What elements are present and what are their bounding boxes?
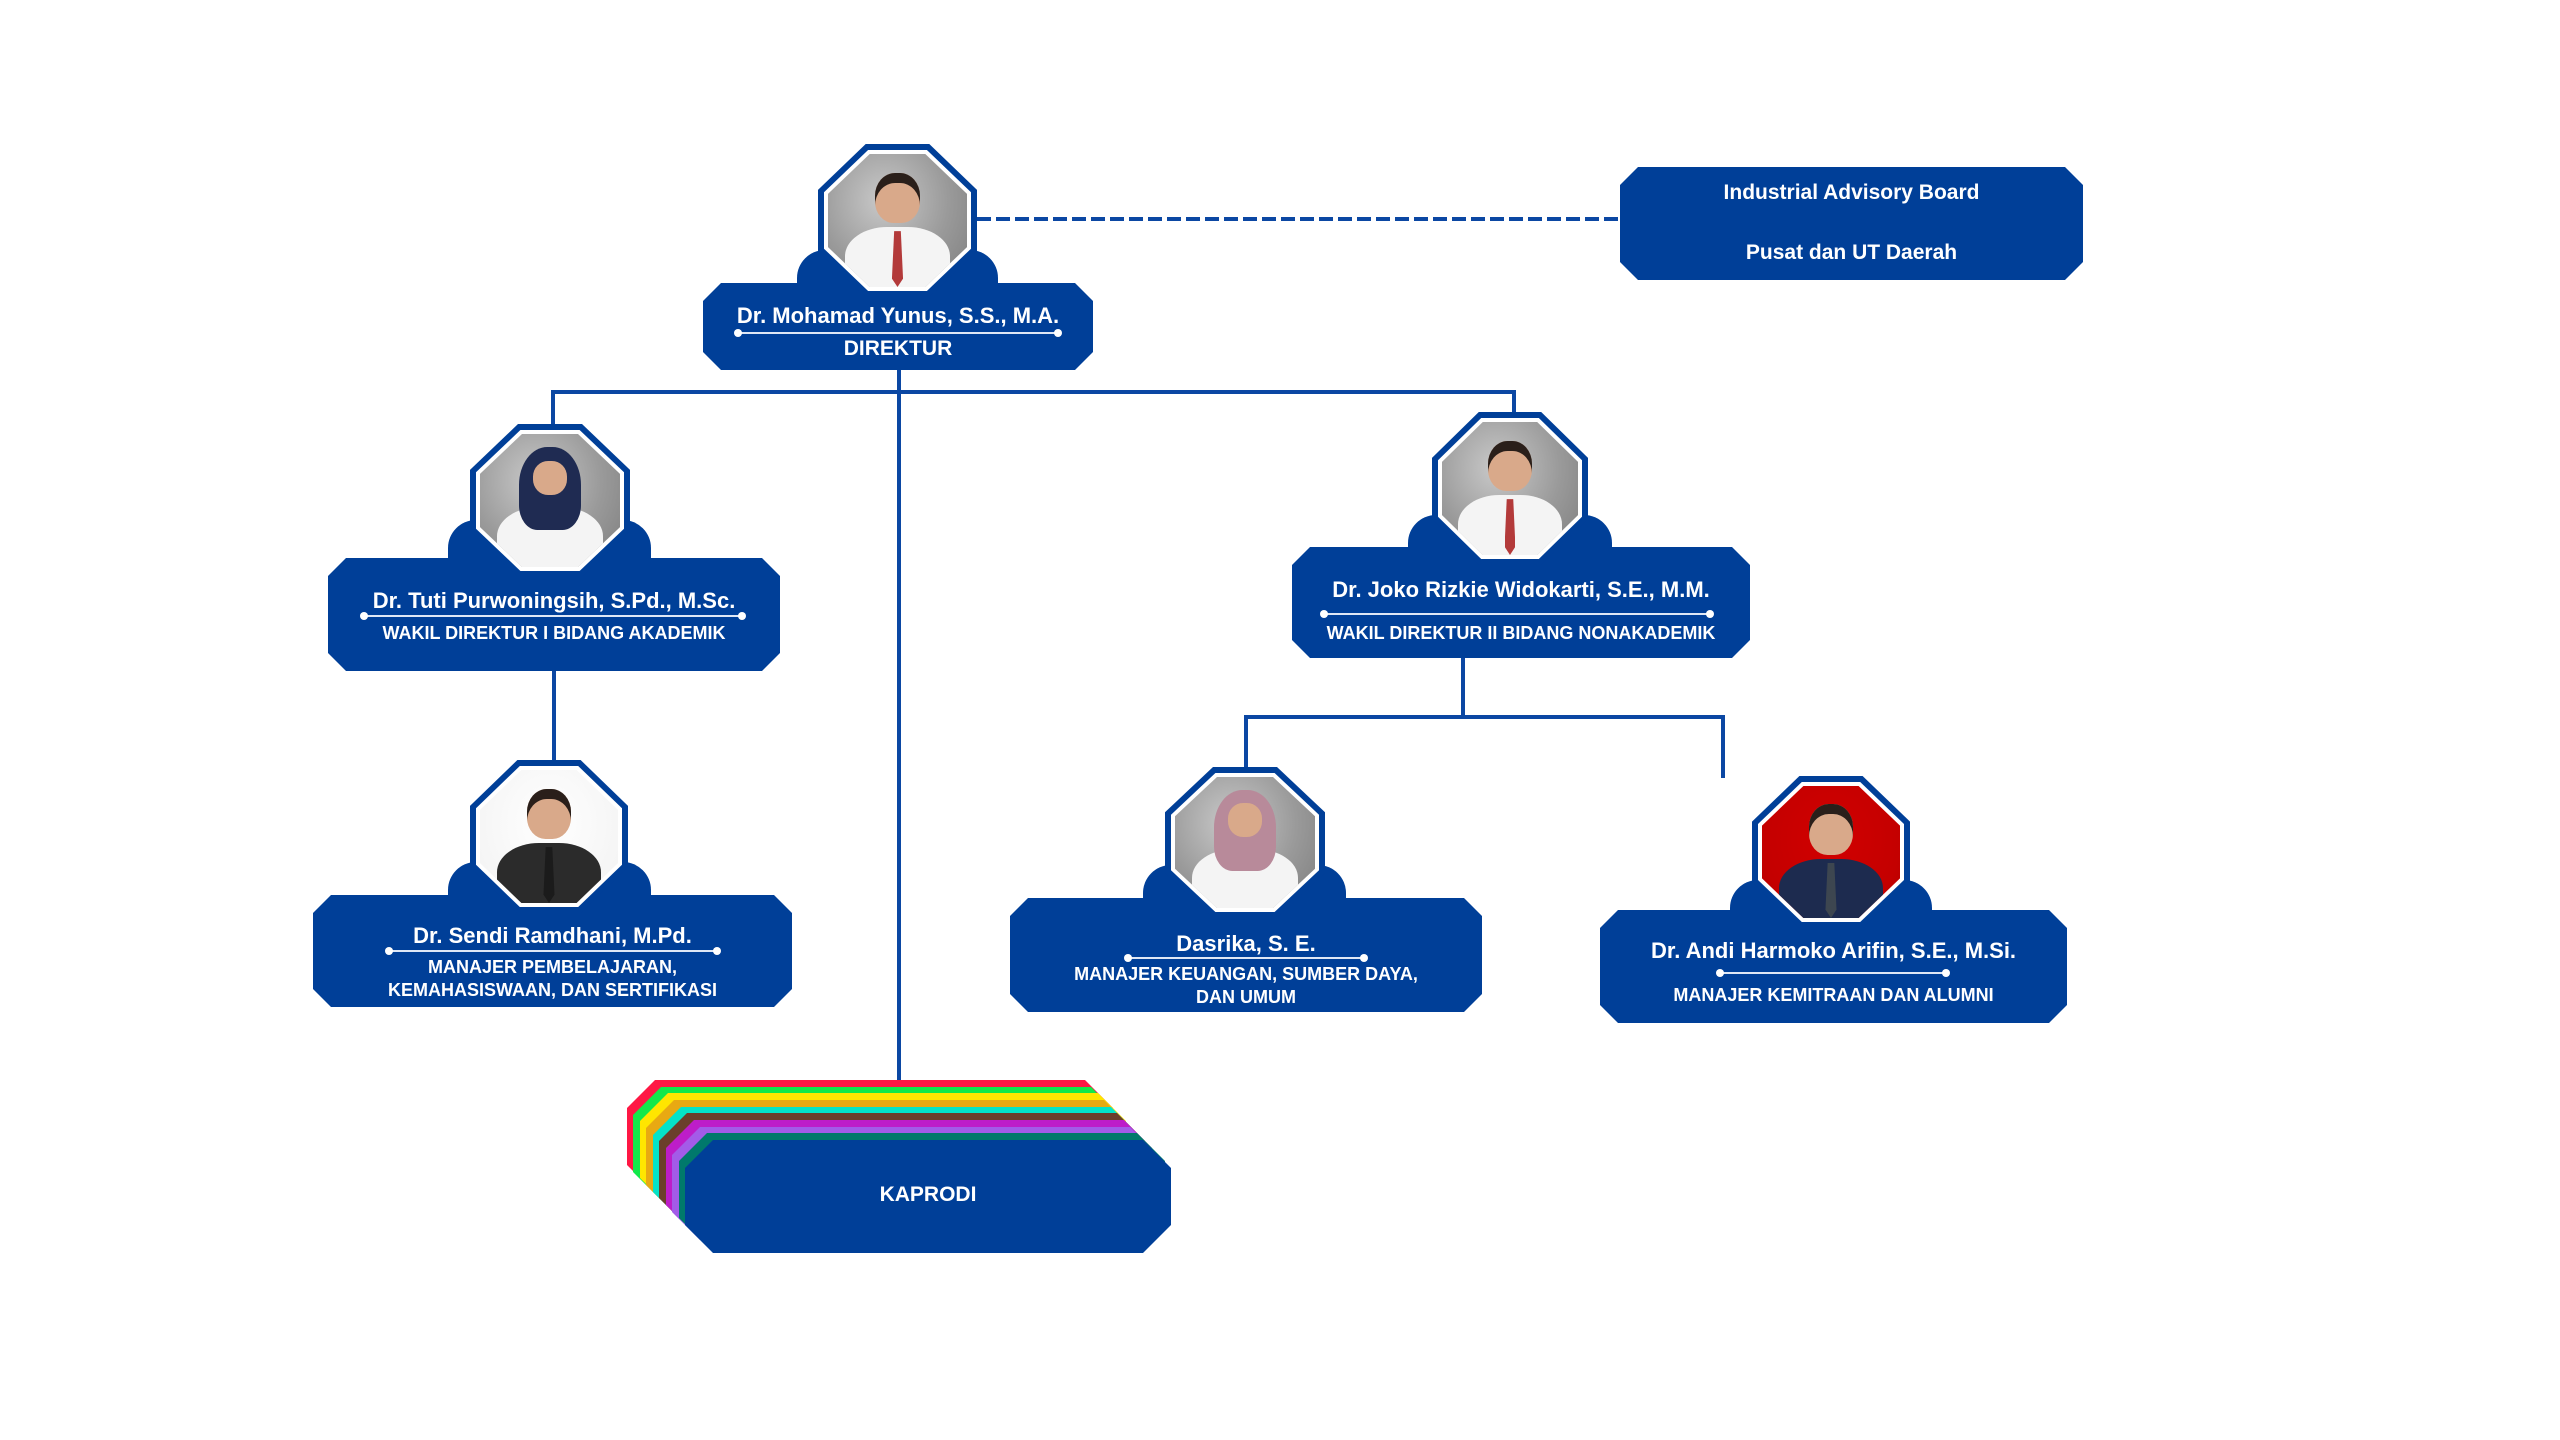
sendi-box[interactable]: Dr. Sendi Ramdhani, M.Pd. MANAJER PEMBEL… bbox=[313, 895, 792, 1007]
sendi-divider bbox=[389, 950, 717, 952]
wadir2-name: Dr. Joko Rizkie Widokarti, S.E., M.M. bbox=[1332, 577, 1710, 602]
wadir1-vertical-connector bbox=[551, 390, 555, 426]
dasrika-title-line2: DAN UMUM bbox=[1196, 987, 1296, 1007]
sendi-portrait-photo bbox=[480, 770, 618, 903]
dasrika-name: Dasrika, S. E. bbox=[1176, 931, 1316, 956]
dasrika-box[interactable]: Dasrika, S. E. MANAJER KEUANGAN, SUMBER … bbox=[1010, 898, 1482, 1012]
kaprodi-label: KAPRODI bbox=[879, 1183, 977, 1206]
andi-name: Dr. Andi Harmoko Arifin, S.E., M.Si. bbox=[1650, 938, 2017, 963]
wadir2-title: WAKIL DIREKTUR II BIDANG NONAKADEMIK bbox=[1326, 623, 1716, 643]
wadir1-divider bbox=[364, 615, 742, 617]
dasrika-title-line1: MANAJER KEUANGAN, SUMBER DAYA, bbox=[1074, 964, 1418, 984]
wadir1-title: WAKIL DIREKTUR I BIDANG AKADEMIK bbox=[382, 623, 726, 643]
advisory-board-box[interactable]: Industrial Advisory Board Pusat dan UT D… bbox=[1620, 167, 2083, 280]
direktur-name: Dr. Mohamad Yunus, S.S., M.A. bbox=[736, 303, 1060, 328]
advisory-board-line1: Industrial Advisory Board bbox=[1723, 181, 1980, 204]
advisory-board-line2: Pusat dan UT Daerah bbox=[1745, 241, 1958, 264]
direktur-box[interactable]: Dr. Mohamad Yunus, S.S., M.A. DIREKTUR bbox=[703, 283, 1093, 370]
wadir1-portrait-photo bbox=[480, 434, 620, 567]
wadir2-portrait-photo bbox=[1442, 422, 1578, 555]
sendi-name: Dr. Sendi Ramdhani, M.Pd. bbox=[413, 923, 692, 948]
direktur-title: DIREKTUR bbox=[843, 337, 953, 360]
andi-photo-frame bbox=[1752, 776, 1910, 928]
wadir1-photo-frame bbox=[470, 424, 630, 577]
wadir1-name: Dr. Tuti Purwoningsih, S.Pd., M.Sc. bbox=[372, 588, 736, 613]
andi-divider bbox=[1720, 972, 1946, 974]
wadir2-box[interactable]: Dr. Joko Rizkie Widokarti, S.E., M.M. WA… bbox=[1292, 547, 1750, 658]
direktur-photo-frame bbox=[818, 144, 977, 297]
direktur-to-kaprodi-connector bbox=[897, 370, 901, 1080]
andi-title: MANAJER KEMITRAAN DAN ALUMNI bbox=[1673, 985, 1994, 1005]
andi-box[interactable]: Dr. Andi Harmoko Arifin, S.E., M.Si. MAN… bbox=[1600, 910, 2067, 1023]
dasrika-divider bbox=[1128, 957, 1364, 959]
wadir2-vertical-connector bbox=[1512, 390, 1516, 414]
wadir2-photo-frame bbox=[1432, 412, 1588, 565]
wadir2-down-connector bbox=[1461, 658, 1465, 719]
dasrika-vertical-connector bbox=[1244, 715, 1248, 769]
andi-portrait-photo bbox=[1762, 786, 1900, 918]
kaprodi-box[interactable] bbox=[685, 1140, 1171, 1253]
wadir1-to-sendi-connector bbox=[552, 671, 556, 761]
wadir2-divider bbox=[1324, 613, 1710, 615]
direktur-portrait-photo bbox=[828, 154, 967, 287]
manager-horizontal-connector bbox=[1244, 715, 1725, 719]
andi-vertical-connector bbox=[1721, 715, 1725, 778]
sendi-title-line2: KEMAHASISWAAN, DAN SERTIFIKASI bbox=[387, 980, 717, 1000]
wadir-horizontal-connector bbox=[551, 390, 1516, 394]
direktur-divider bbox=[738, 332, 1058, 334]
advisory-dashed-connector bbox=[977, 217, 1620, 221]
dasrika-portrait-photo bbox=[1175, 777, 1315, 908]
sendi-title-line1: MANAJER PEMBELAJARAN, bbox=[427, 957, 678, 977]
sendi-photo-frame bbox=[470, 760, 628, 913]
dasrika-photo-frame bbox=[1165, 767, 1325, 918]
